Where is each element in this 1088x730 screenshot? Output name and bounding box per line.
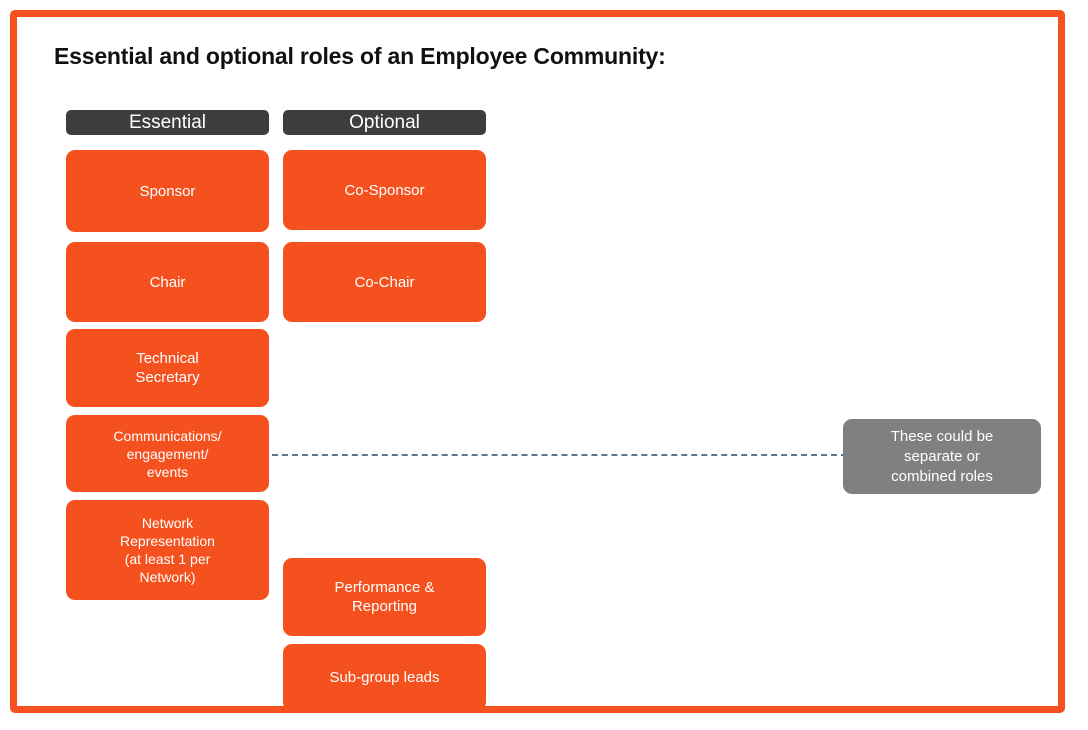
dashed-connector-line	[272, 454, 847, 456]
role-label: Sponsor	[139, 182, 196, 200]
role-label: Co-Chair	[354, 273, 415, 291]
role-label: Performance & Reporting	[334, 579, 435, 615]
role-label: Communications/ engagement/ events	[113, 427, 222, 480]
role-box-technical-secretary[interactable]: Technical Secretary	[66, 329, 269, 407]
role-box-performance-reporting[interactable]: Performance & Reporting	[283, 558, 486, 636]
role-label: Co-Sponsor	[344, 181, 425, 199]
role-label: Network Representation (at least 1 per N…	[120, 515, 215, 585]
role-label: Sub-group leads	[329, 669, 440, 686]
role-box-co-sponsor[interactable]: Co-Sponsor	[283, 150, 486, 230]
role-box-co-chair[interactable]: Co-Chair	[283, 242, 486, 322]
column-header-essential: Essential	[66, 110, 269, 135]
role-box-communications[interactable]: Communications/ engagement/ events	[66, 415, 269, 492]
role-box-network-representation[interactable]: Network Representation (at least 1 per N…	[66, 500, 269, 600]
annotation-note: These could be separate or combined role…	[843, 419, 1041, 494]
column-header-optional: Optional	[283, 110, 486, 135]
slide-frame: Essential and optional roles of an Emplo…	[10, 10, 1065, 713]
role-label: Chair	[149, 273, 186, 291]
role-box-sponsor[interactable]: Sponsor	[66, 150, 269, 232]
role-label: Technical Secretary	[135, 350, 200, 386]
role-box-chair[interactable]: Chair	[66, 242, 269, 322]
annotation-text: These could be separate or combined role…	[890, 427, 994, 485]
page-title: Essential and optional roles of an Emplo…	[54, 43, 666, 69]
role-box-sub-group-leads[interactable]: Sub-group leads	[283, 644, 486, 711]
